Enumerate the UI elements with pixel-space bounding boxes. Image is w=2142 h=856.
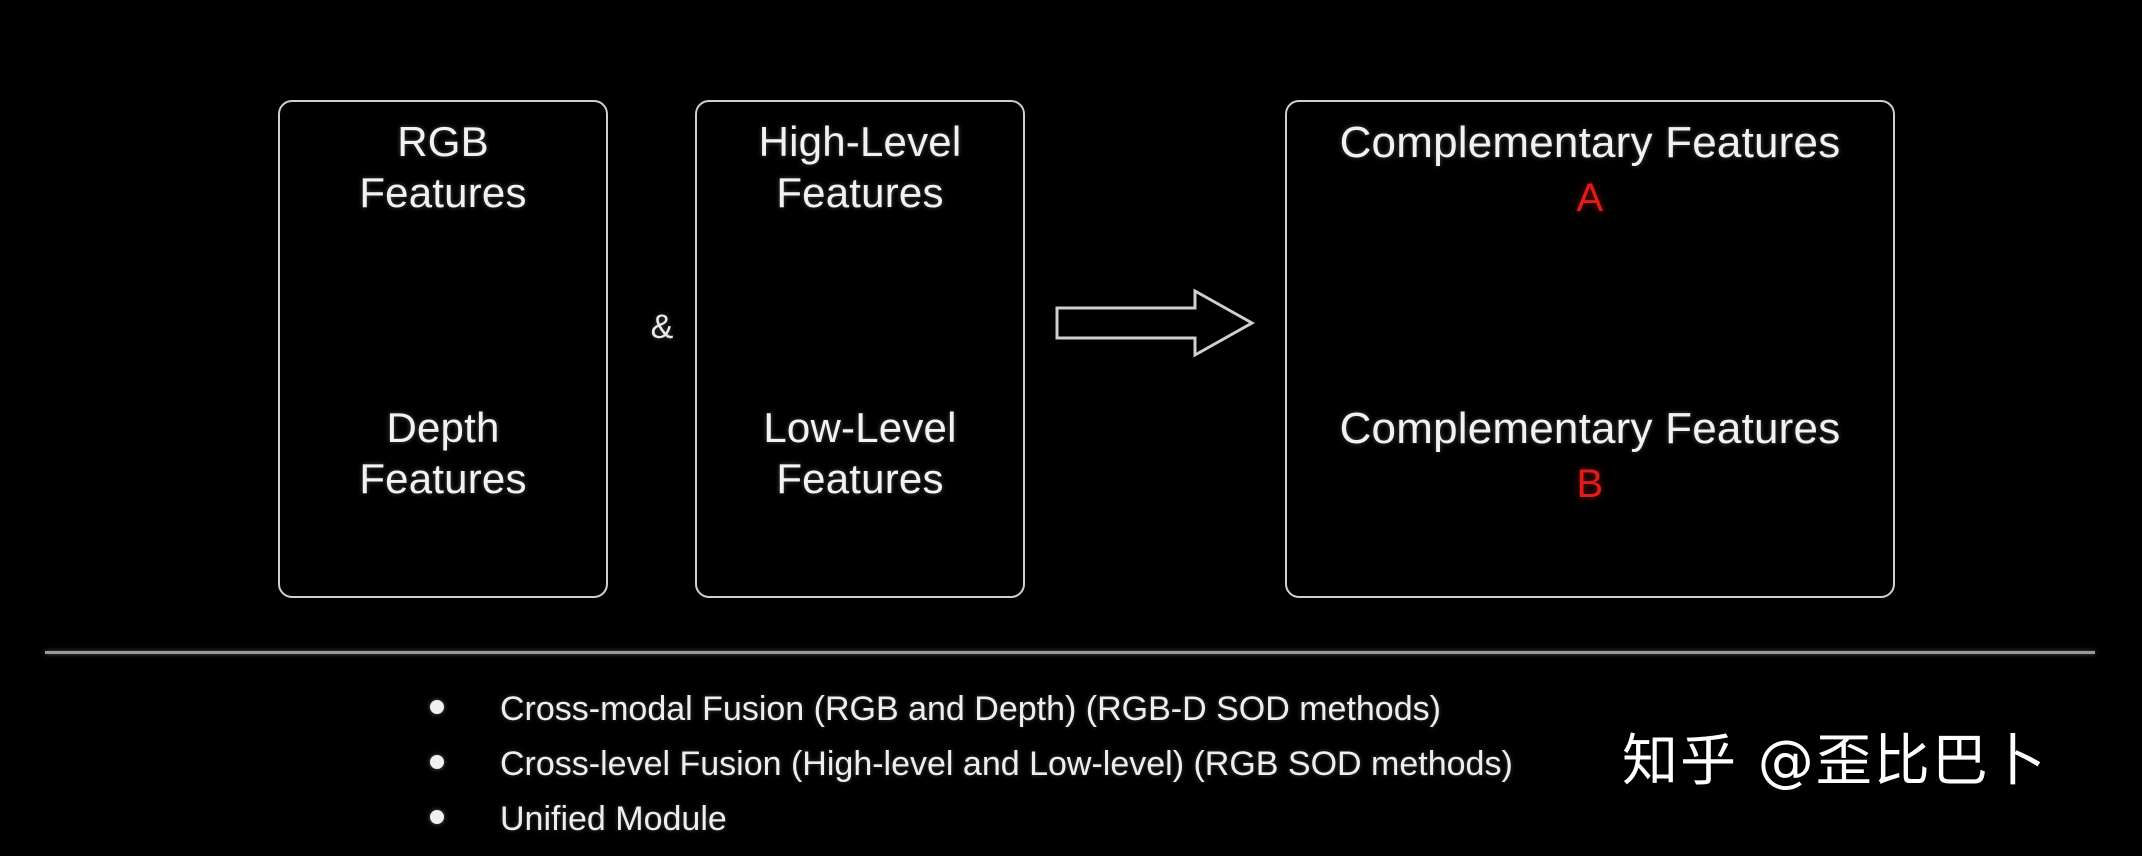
rgb-features-line1: RGB — [397, 118, 489, 165]
low-level-label-group: Low-Level Features — [697, 402, 1023, 504]
bullet-dot-icon — [430, 700, 444, 714]
depth-features-label-group: Depth Features — [280, 402, 606, 504]
bullet-list: Cross-modal Fusion (RGB and Depth) (RGB-… — [430, 690, 1513, 855]
low-level-line1: Low-Level — [763, 404, 957, 451]
high-level-line2: Features — [776, 169, 944, 217]
bullet-text-cross-modal: Cross-modal Fusion (RGB and Depth) (RGB-… — [500, 690, 1441, 728]
complementary-b-group: Complementary Features B — [1287, 402, 1893, 508]
bullet-text-unified-module: Unified Module — [500, 800, 727, 838]
low-level-line2: Features — [776, 455, 944, 503]
complementary-marker-b: B — [1576, 461, 1604, 506]
list-item: Unified Module — [430, 800, 1513, 855]
feature-box-rgb-depth: RGB Features Depth Features — [278, 100, 608, 598]
complementary-features-a-label: Complementary Features — [1339, 118, 1841, 167]
bullet-text-cross-level: Cross-level Fusion (High-level and Low-l… — [500, 745, 1513, 783]
bullet-dot-icon — [430, 755, 444, 769]
bullet-dot-icon — [430, 810, 444, 824]
right-arrow-icon — [1055, 288, 1256, 358]
high-level-label-group: High-Level Features — [697, 116, 1023, 218]
depth-features-line1: Depth — [386, 404, 500, 451]
ampersand-connector: & — [650, 308, 674, 346]
list-item: Cross-level Fusion (High-level and Low-l… — [430, 745, 1513, 800]
list-item: Cross-modal Fusion (RGB and Depth) (RGB-… — [430, 690, 1513, 745]
high-level-line1: High-Level — [758, 118, 962, 165]
depth-features-line2: Features — [359, 455, 527, 503]
complementary-marker-a: A — [1576, 175, 1604, 220]
zhihu-watermark: 知乎 @歪比巴卜 — [1622, 729, 2048, 794]
rgb-features-line2: Features — [359, 169, 527, 217]
feature-box-complementary: Complementary Features A Complementary F… — [1285, 100, 1895, 598]
rgb-features-label-group: RGB Features — [280, 116, 606, 218]
feature-box-high-low: High-Level Features Low-Level Features — [695, 100, 1025, 598]
complementary-features-b-label: Complementary Features — [1339, 404, 1841, 453]
complementary-a-group: Complementary Features A — [1287, 116, 1893, 222]
horizontal-divider — [45, 651, 2095, 654]
